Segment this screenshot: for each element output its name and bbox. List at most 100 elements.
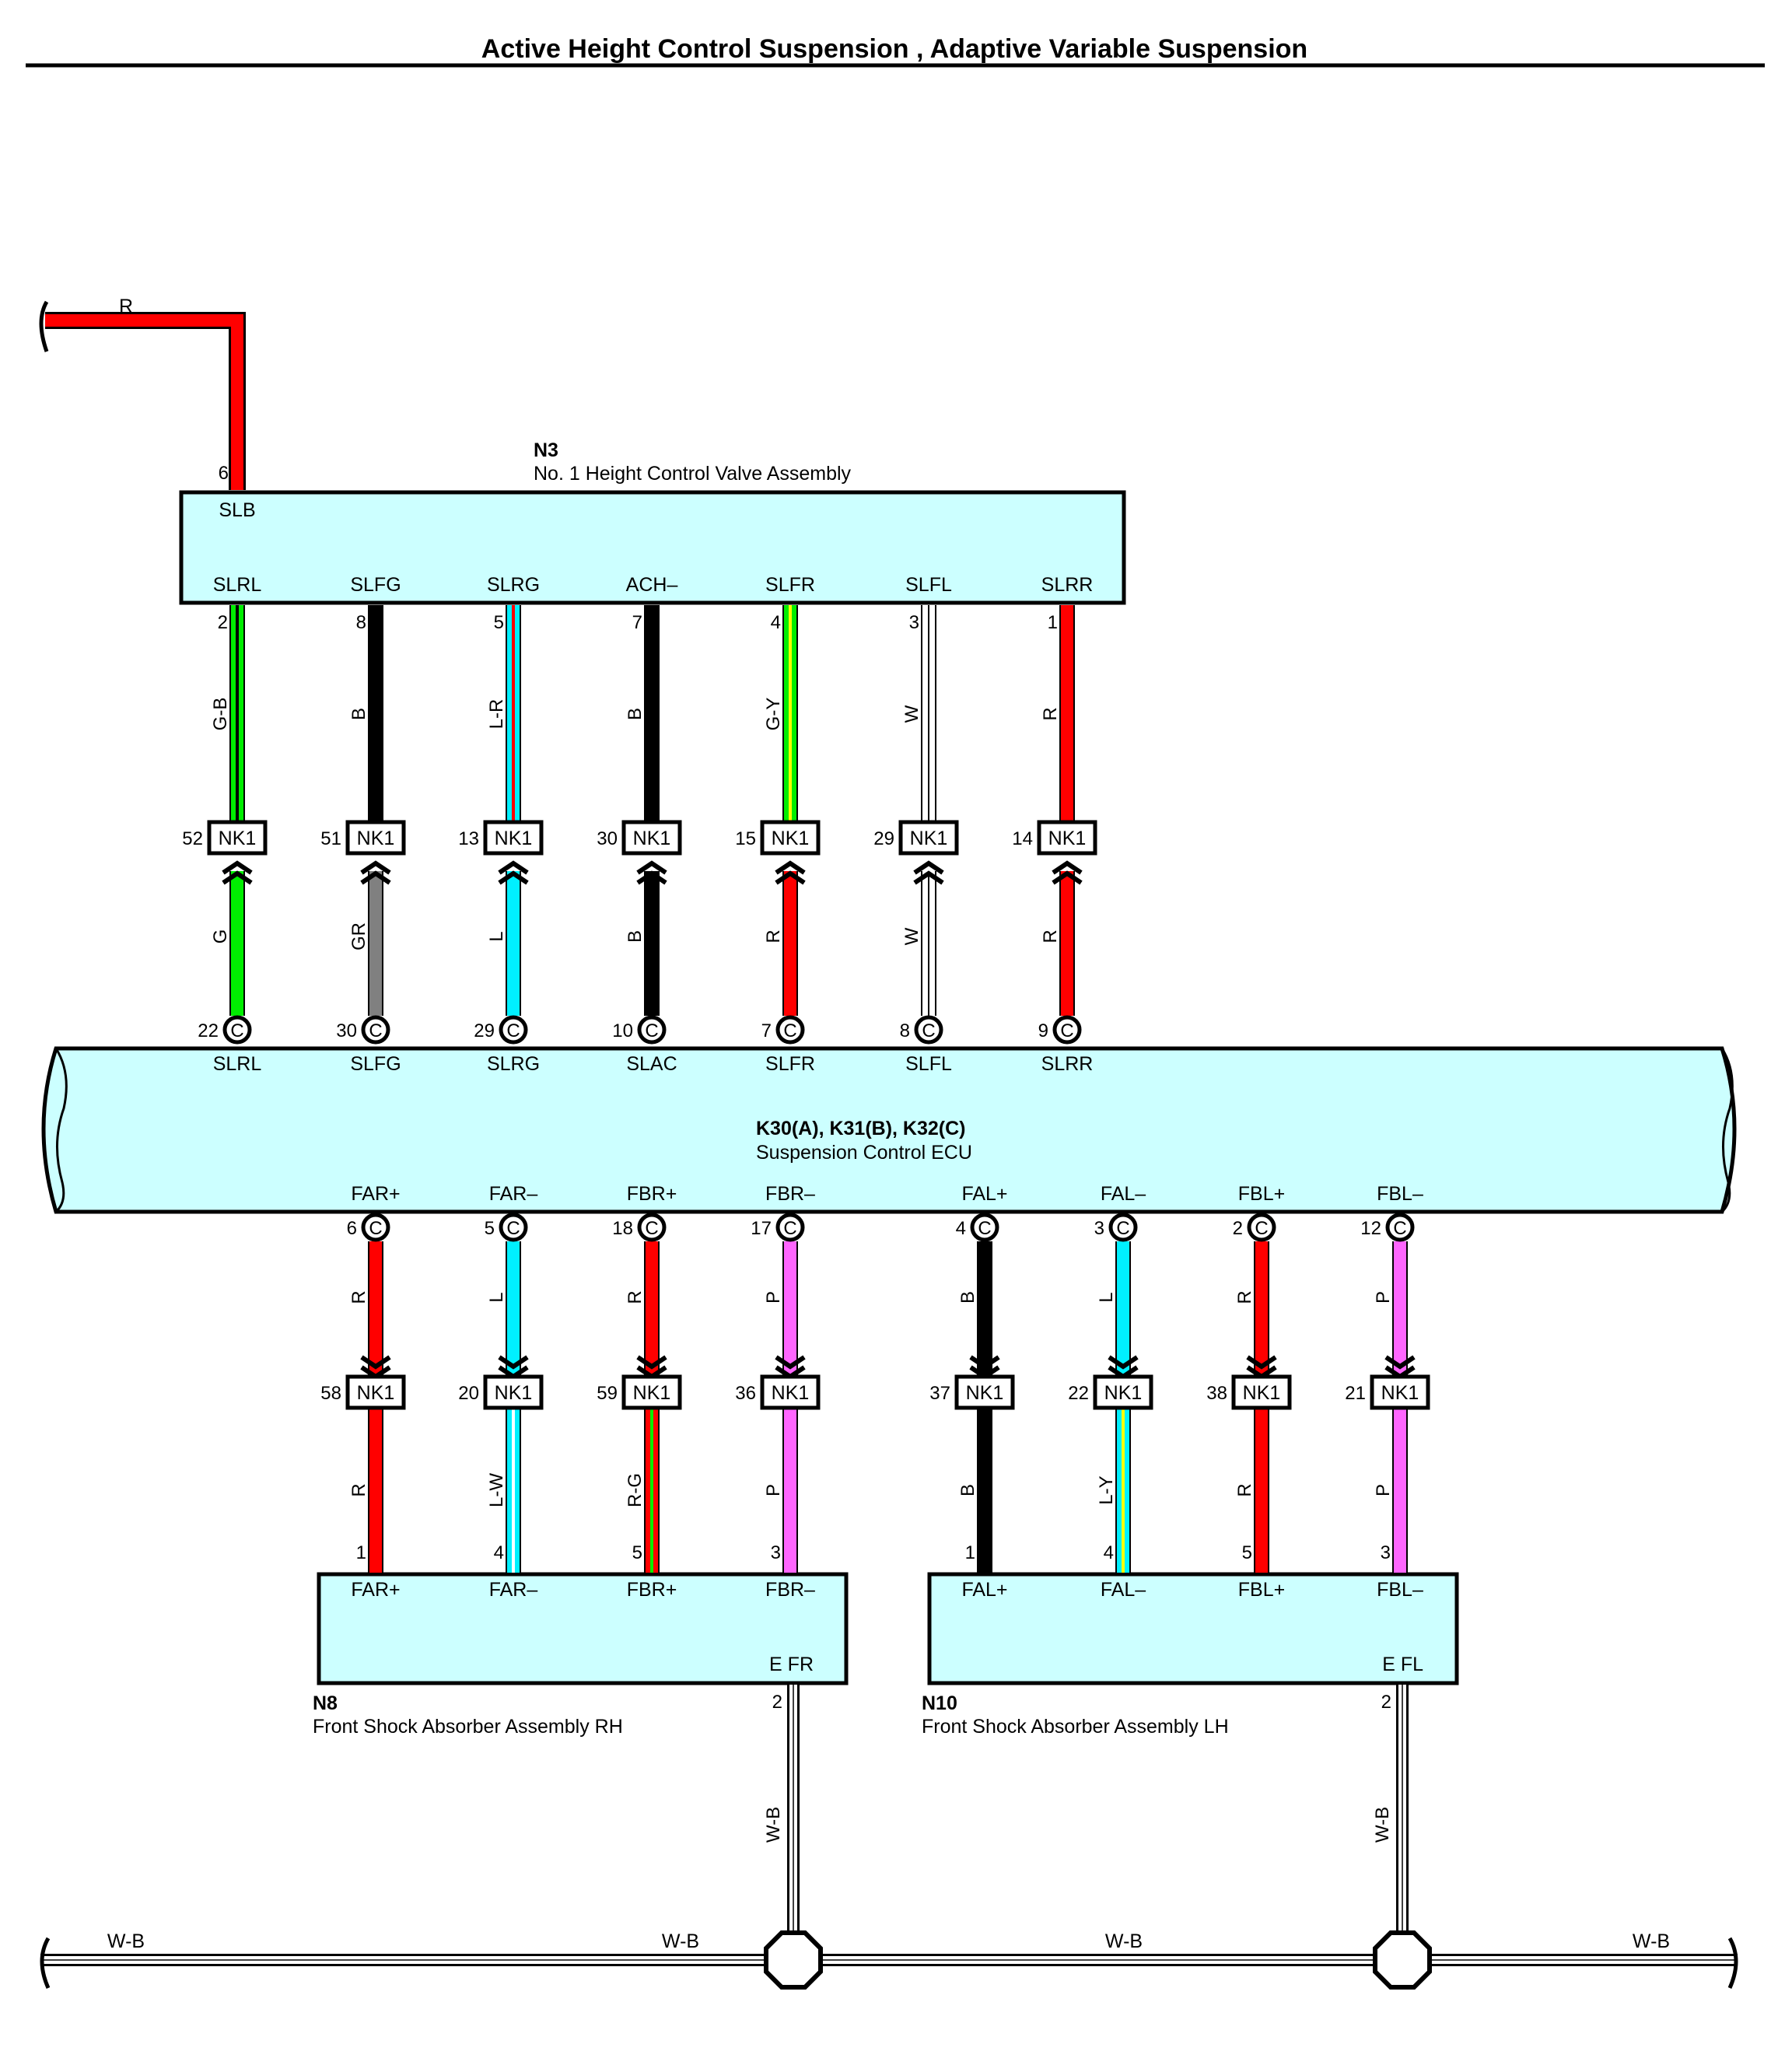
lower-ecu-pin-6	[1108, 1213, 1138, 1242]
upper-chevron-1	[222, 860, 253, 875]
upper-circuits: NK1CSLRL2G-BG5222SLRLNK1CSLFG8BGR5130SLF…	[182, 574, 1097, 1075]
ecu-left-break-mark	[54, 1048, 68, 1213]
lower-ecu-pin-number: 2	[1233, 1218, 1243, 1239]
n10-name: Front Shock Absorber Assembly LH	[922, 1716, 1229, 1738]
upper-chevron-2	[360, 860, 391, 875]
ground-wiring: 2 2 W-B W-B W-B W-B W-B W-B	[40, 1685, 1738, 1990]
upper-ecu-pin-3	[499, 1015, 528, 1045]
upper-chevron-4	[636, 860, 667, 875]
upper-wire-bottom-7	[1061, 871, 1073, 1016]
lower-wire-top-code: P	[763, 1291, 784, 1304]
ground-splice-n10	[1373, 1930, 1432, 1990]
lower-nk1-connector-2-label: NK1	[495, 1382, 533, 1404]
lower-wire-top-7	[1255, 1241, 1268, 1375]
lower-wire-bottom-8	[1394, 1409, 1406, 1573]
ecu-terminal-label: SLRR	[1041, 1053, 1094, 1075]
ground-splice-n8	[764, 1930, 823, 1990]
lower-wire-bottom-7	[1255, 1409, 1268, 1573]
n3-pin-number: 5	[494, 612, 504, 633]
lower-nk1-connector-6	[1093, 1374, 1153, 1410]
upper-chevron-3	[498, 860, 529, 875]
lower-ecu-pin-7-letter: C	[1255, 1218, 1268, 1239]
ecu-terminal-label: SLRG	[487, 1053, 540, 1075]
lower-chevron-4	[775, 1355, 806, 1370]
ecu-terminal-label: SLFG	[350, 1053, 401, 1075]
lower-wire-bottom-code: L-W	[486, 1473, 507, 1507]
ecu-terminal-label: FBL–	[1377, 1183, 1423, 1205]
lower-chevron-3	[636, 1355, 667, 1370]
ecu-terminal-label: SLFL	[905, 1053, 952, 1075]
lower-ecu-pin-2	[499, 1213, 528, 1242]
lower-wire-top-5	[978, 1241, 991, 1375]
upper-ecu-pin-5	[775, 1015, 805, 1045]
upper-wire-top-code: B	[348, 708, 369, 720]
upper-ecu-pin-5-letter: C	[783, 1020, 796, 1041]
n10-ground-terminal: E FL	[1382, 1654, 1423, 1675]
upper-wire-top-4	[646, 605, 658, 821]
ground-bus-right-break	[1727, 1937, 1738, 1990]
upper-nk1-connector-5-label: NK1	[772, 828, 810, 849]
upper-wire-bottom-3	[507, 871, 520, 1016]
lower-wire-top-2	[507, 1241, 520, 1375]
lower-ecu-pin-4-letter: C	[783, 1218, 796, 1239]
absorber-pin-number: 3	[771, 1542, 781, 1563]
n3-power-pin: 6	[219, 463, 229, 484]
upper-chevron-6	[913, 860, 944, 875]
lower-ecu-pin-2-letter: C	[506, 1218, 520, 1239]
upper-wire-top-code: B	[625, 708, 646, 720]
ecu-terminal-label: FAR–	[489, 1183, 538, 1205]
upper-ecu-pin-7-letter: C	[1060, 1020, 1073, 1041]
lower-ecu-pin-4	[775, 1213, 805, 1242]
upper-ecu-pin-number: 7	[761, 1020, 772, 1041]
n10-body	[927, 1572, 1459, 1685]
lower-wire-bottom-code: R	[348, 1483, 369, 1496]
upper-wire-top-code: L-R	[486, 699, 507, 730]
lower-nk1-pin-number: 22	[1068, 1383, 1089, 1404]
upper-chevron-7	[1052, 860, 1083, 875]
n3-body	[179, 490, 1126, 605]
n3-pin-number: 8	[356, 612, 366, 633]
power-wire-color-code: R	[119, 296, 133, 317]
n3-terminal-label: SLRR	[1041, 574, 1094, 596]
lower-wire-bottom-code: P	[763, 1484, 784, 1496]
upper-ecu-pin-1-letter: C	[230, 1020, 243, 1041]
n3-name: No. 1 Height Control Valve Assembly	[534, 463, 852, 485]
lower-ecu-pin-1-letter: C	[369, 1218, 382, 1239]
lower-nk1-pin-number: 38	[1206, 1383, 1227, 1404]
lower-nk1-connector-3	[621, 1374, 682, 1410]
upper-nk1-pin-number: 14	[1012, 828, 1033, 849]
lower-wire-top-code: R	[1234, 1290, 1255, 1304]
absorber-pin-number: 3	[1381, 1542, 1391, 1563]
lower-wire-bottom-6-stripe	[1122, 1409, 1125, 1573]
upper-wire-bottom-6-stripe	[928, 871, 929, 1016]
upper-nk1-pin-number: 13	[458, 828, 479, 849]
ecu-code: K30(A), K31(B), K32(C)	[756, 1118, 965, 1139]
lower-nk1-pin-number: 37	[929, 1383, 950, 1404]
upper-ecu-pin-6-letter: C	[922, 1020, 935, 1041]
lower-ecu-pin-number: 4	[956, 1218, 966, 1239]
lower-wire-top-code: R	[625, 1290, 646, 1304]
absorber-pin-number: 1	[965, 1542, 975, 1563]
lower-ecu-pin-number: 17	[751, 1218, 772, 1239]
lower-nk1-connector-4	[760, 1374, 821, 1410]
absorber-terminal-label: FBL+	[1238, 1579, 1285, 1601]
upper-wire-top-3-stripe	[512, 605, 515, 821]
upper-wire-top-code: G-B	[210, 698, 231, 731]
n10-ground-pin: 2	[1381, 1692, 1391, 1713]
upper-ecu-pin-number: 9	[1038, 1020, 1048, 1041]
ecu-terminal-label: FBL+	[1238, 1183, 1285, 1205]
n3-terminal-label: SLRG	[487, 574, 540, 596]
lower-wire-top-4	[784, 1241, 796, 1375]
lower-chevron-6	[1108, 1355, 1139, 1370]
ecu-terminal-label: FAR+	[351, 1183, 400, 1205]
lower-ecu-pin-number: 5	[485, 1218, 495, 1239]
lower-chevron-5	[969, 1355, 1000, 1370]
